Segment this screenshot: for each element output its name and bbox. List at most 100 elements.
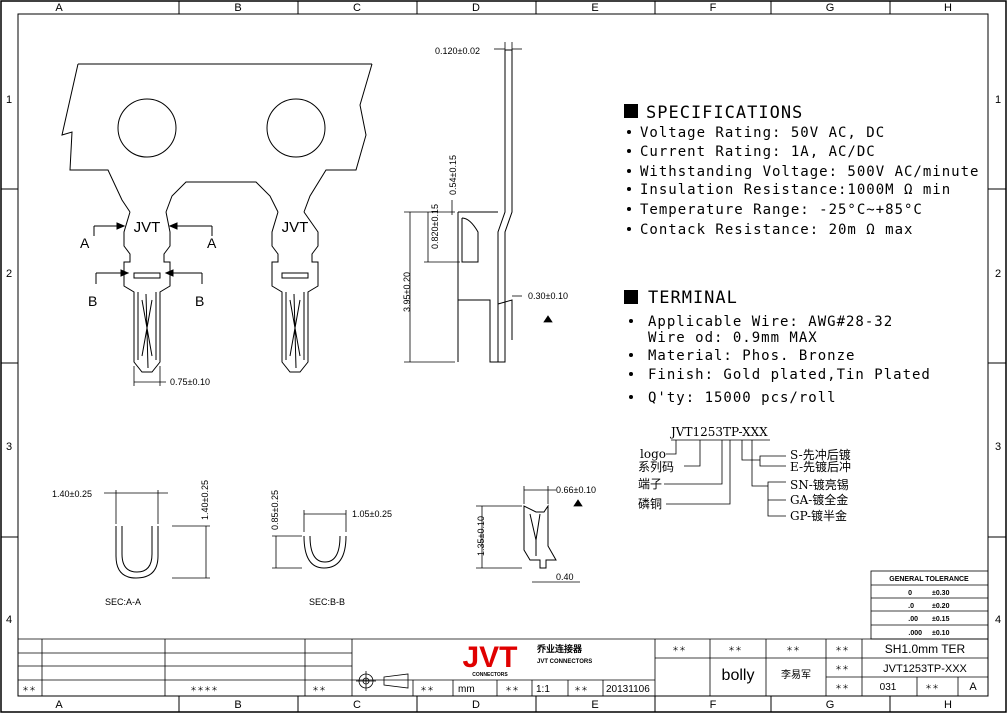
dim-sec-a-width: 1.40±0.25 xyxy=(52,489,92,499)
terminal-bullet-icon xyxy=(629,372,633,376)
zone-col-h-bottom: H xyxy=(944,699,952,711)
zone-col-d-top: D xyxy=(472,2,480,14)
terminal-left xyxy=(123,211,171,373)
zone-col-g-top: G xyxy=(826,2,835,14)
dim-sec-b-height: 0.85±0.25 xyxy=(270,490,280,530)
dim-0-82: 0.820±0.15 xyxy=(430,204,440,249)
section-a-label: SEC:A-A xyxy=(105,597,141,607)
tolerance-row-1-value: ±0.20 xyxy=(932,603,950,610)
title-block-part-number: JVT1253TP-XXX xyxy=(883,663,967,675)
carrier-strip-left-edge xyxy=(61,63,131,213)
title-block-placeholder: ＊＊ xyxy=(835,665,849,672)
tolerance-heading: GENERAL TOLERANCE xyxy=(889,576,969,583)
section-a-left-label: A xyxy=(80,235,90,251)
zone-row-3-left: 3 xyxy=(6,441,12,453)
title-block-placeholder: ＊＊ xyxy=(925,684,939,691)
title-block-placeholder: ＊＊ xyxy=(786,646,800,653)
title-block-placeholder: ＊＊ xyxy=(312,686,326,693)
side-view xyxy=(457,49,513,363)
part-number-leaders xyxy=(664,439,786,517)
title-block-placeholder: ＊＊ xyxy=(835,684,849,691)
carrier-strip-bridge xyxy=(165,181,279,213)
company-name-en: JVT CONNECTORS xyxy=(537,659,592,665)
zone-col-h-top: H xyxy=(944,2,952,14)
part-label-material: 磷铜 xyxy=(638,496,662,511)
dim-0-75: 0.75±0.10 xyxy=(170,377,210,387)
pilot-hole-left xyxy=(117,98,177,158)
zone-col-c-bottom: C xyxy=(353,699,361,711)
part-option-e: E-先镀后冲 xyxy=(790,459,851,474)
dim-0-40: 0.40 xyxy=(556,572,574,582)
spec-bullet-icon xyxy=(627,207,631,211)
title-block-sheet: 031 xyxy=(880,682,897,693)
contact-detail-view xyxy=(523,504,557,569)
dim-thickness: 0.120±0.02 xyxy=(435,46,480,56)
zone-row-3-right: 3 xyxy=(995,441,1001,453)
zone-col-e-bottom: E xyxy=(591,699,598,711)
title-block-placeholder: ＊＊ xyxy=(835,646,849,653)
dim-0-66: 0.66±0.10 xyxy=(556,485,596,495)
spec-bullet-icon xyxy=(627,169,631,173)
terminal-finish: Finish: Gold plated,Tin Plated xyxy=(648,367,931,383)
part-label-series: 系列码 xyxy=(638,460,674,474)
front-view xyxy=(61,63,373,373)
part-option-gp: GP-镀半金 xyxy=(790,508,847,523)
title-block-placeholder: ＊＊ xyxy=(728,646,742,653)
spec-current-rating: Current Rating: 1A, AC/DC xyxy=(640,144,876,160)
terminal-right xyxy=(271,211,319,373)
title-block-placeholder: ＊＊ xyxy=(574,686,588,693)
terminal-bullet-icon xyxy=(629,319,633,323)
spec-contact-resistance: Contack Resistance: 20m Ω max xyxy=(640,222,913,238)
zone-row-1-right: 1 xyxy=(995,94,1001,106)
tolerance-row-1-digits: .0 xyxy=(908,603,914,610)
zone-col-f-bottom: F xyxy=(710,699,717,711)
part-number-code: JVT1253TP-XXX xyxy=(669,425,768,439)
title-block-date: 20131106 xyxy=(606,684,650,695)
title-block-revision: A xyxy=(969,681,977,693)
dim-sec-b-width: 1.05±0.25 xyxy=(352,509,392,519)
terminal-left-brand: JVT xyxy=(134,219,161,236)
spec-bullet-icon xyxy=(627,149,631,153)
part-label-logo: logo xyxy=(640,447,666,461)
title-block-grid xyxy=(18,638,988,696)
tolerance-row-2-value: ±0.15 xyxy=(932,616,950,623)
part-option-sn: SN-镀亮锡 xyxy=(790,477,849,492)
section-a-right-label: A xyxy=(207,235,217,251)
zone-col-b-top: B xyxy=(234,2,241,14)
specifications-square-icon xyxy=(624,104,638,118)
dim-0-30: 0.30±0.10 xyxy=(528,291,568,301)
title-block-placeholder: ＊＊ xyxy=(420,686,434,693)
zone-row-2-right: 2 xyxy=(995,268,1001,280)
dim-sec-a-height: 1.40±0.25 xyxy=(200,480,210,520)
spec-bullet-icon xyxy=(627,227,631,231)
section-a-view xyxy=(115,526,159,579)
spec-voltage-rating: Voltage Rating: 50V AC, DC xyxy=(640,125,885,141)
pilot-hole-right xyxy=(266,98,326,158)
section-markers xyxy=(93,222,213,284)
carrier-strip-right-edge xyxy=(303,63,373,213)
title-block-placeholder: ＊＊ xyxy=(505,686,519,693)
terminal-heading: TERMINAL xyxy=(648,288,738,308)
tolerance-row-3-digits: .000 xyxy=(908,630,922,637)
tolerance-row-0-value: ±0.30 xyxy=(932,590,950,597)
terminal-bullet-icon xyxy=(629,395,633,399)
tolerance-row-3-value: ±0.10 xyxy=(932,630,950,637)
zone-col-g-bottom: G xyxy=(826,699,835,711)
zone-col-c-top: C xyxy=(353,2,361,14)
tolerance-row-2-digits: .00 xyxy=(908,616,918,623)
title-block-scale: 1:1 xyxy=(536,684,550,695)
dim-3-95: 3.95±0.20 xyxy=(402,272,412,312)
spec-bullet-icon xyxy=(627,130,631,134)
part-option-s: S-先冲后镀 xyxy=(790,447,851,462)
title-block-checker: 李易军 xyxy=(781,668,811,681)
zone-col-e-top: E xyxy=(591,2,598,14)
inner-frame xyxy=(17,13,989,697)
part-option-ga: GA-镀全金 xyxy=(790,492,848,507)
terminal-right-brand: JVT xyxy=(282,219,309,236)
terminal-material: Material: Phos. Bronze xyxy=(648,348,855,364)
title-block-placeholder: ＊＊ xyxy=(22,686,36,693)
zone-col-a-top: A xyxy=(55,2,63,14)
spec-insulation-resistance: Insulation Resistance:1000M Ω min xyxy=(640,182,951,198)
zone-col-d-bottom: D xyxy=(472,699,480,711)
